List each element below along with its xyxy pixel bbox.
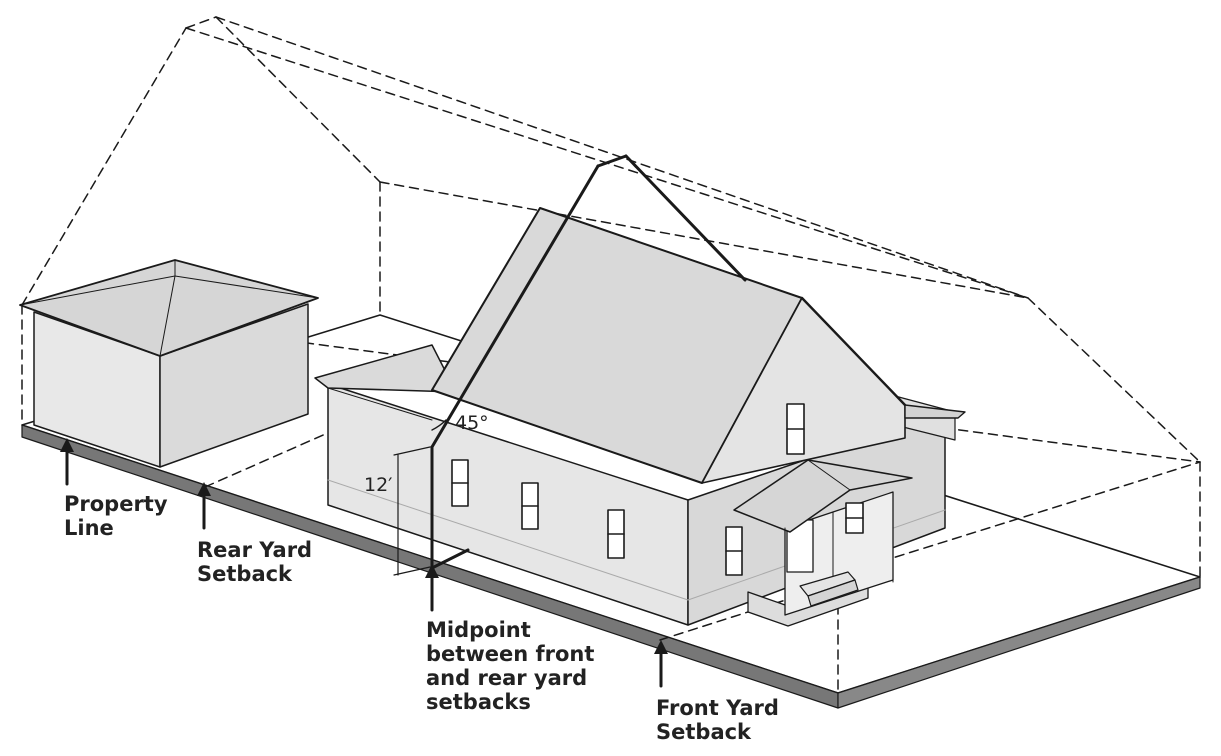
midpoint-label: Midpoint between front and rear yard set… [426,618,594,714]
house [314,207,966,627]
arrow-heads [60,438,668,654]
angle-arc [431,419,447,431]
property-line-label: Property Line [64,492,168,540]
front-yard-setback-label-line-1: Front Yard [656,696,779,720]
front-yard-setback-label-line-2: Setback [656,720,752,744]
lot-side-edge [837,576,1201,709]
height-dimension [393,446,431,576]
property-line-label-line-1: Property [64,492,168,516]
midpoint-label-line-1: Midpoint [426,618,531,642]
midpoint-label-line-2: between front [426,642,595,666]
rear-yard-setback-label: Rear Yard Setback [197,538,312,586]
midpoint-label-line-3: and rear yard [426,666,588,690]
angle-label: 45° [455,412,489,434]
midpoint-label-line-4: setbacks [426,690,531,714]
rear-yard-setback-label-line-1: Rear Yard [197,538,313,562]
height-label: 12′ [364,474,393,496]
rear-yard-setback-label-line-2: Setback [197,562,293,586]
windows [451,403,864,576]
label-arrows [65,444,663,688]
garage [19,259,319,468]
front-yard-setback-label: Front Yard Setback [656,696,779,744]
angle-plane-lines [430,154,747,570]
property-line-label-line-2: Line [64,516,114,540]
